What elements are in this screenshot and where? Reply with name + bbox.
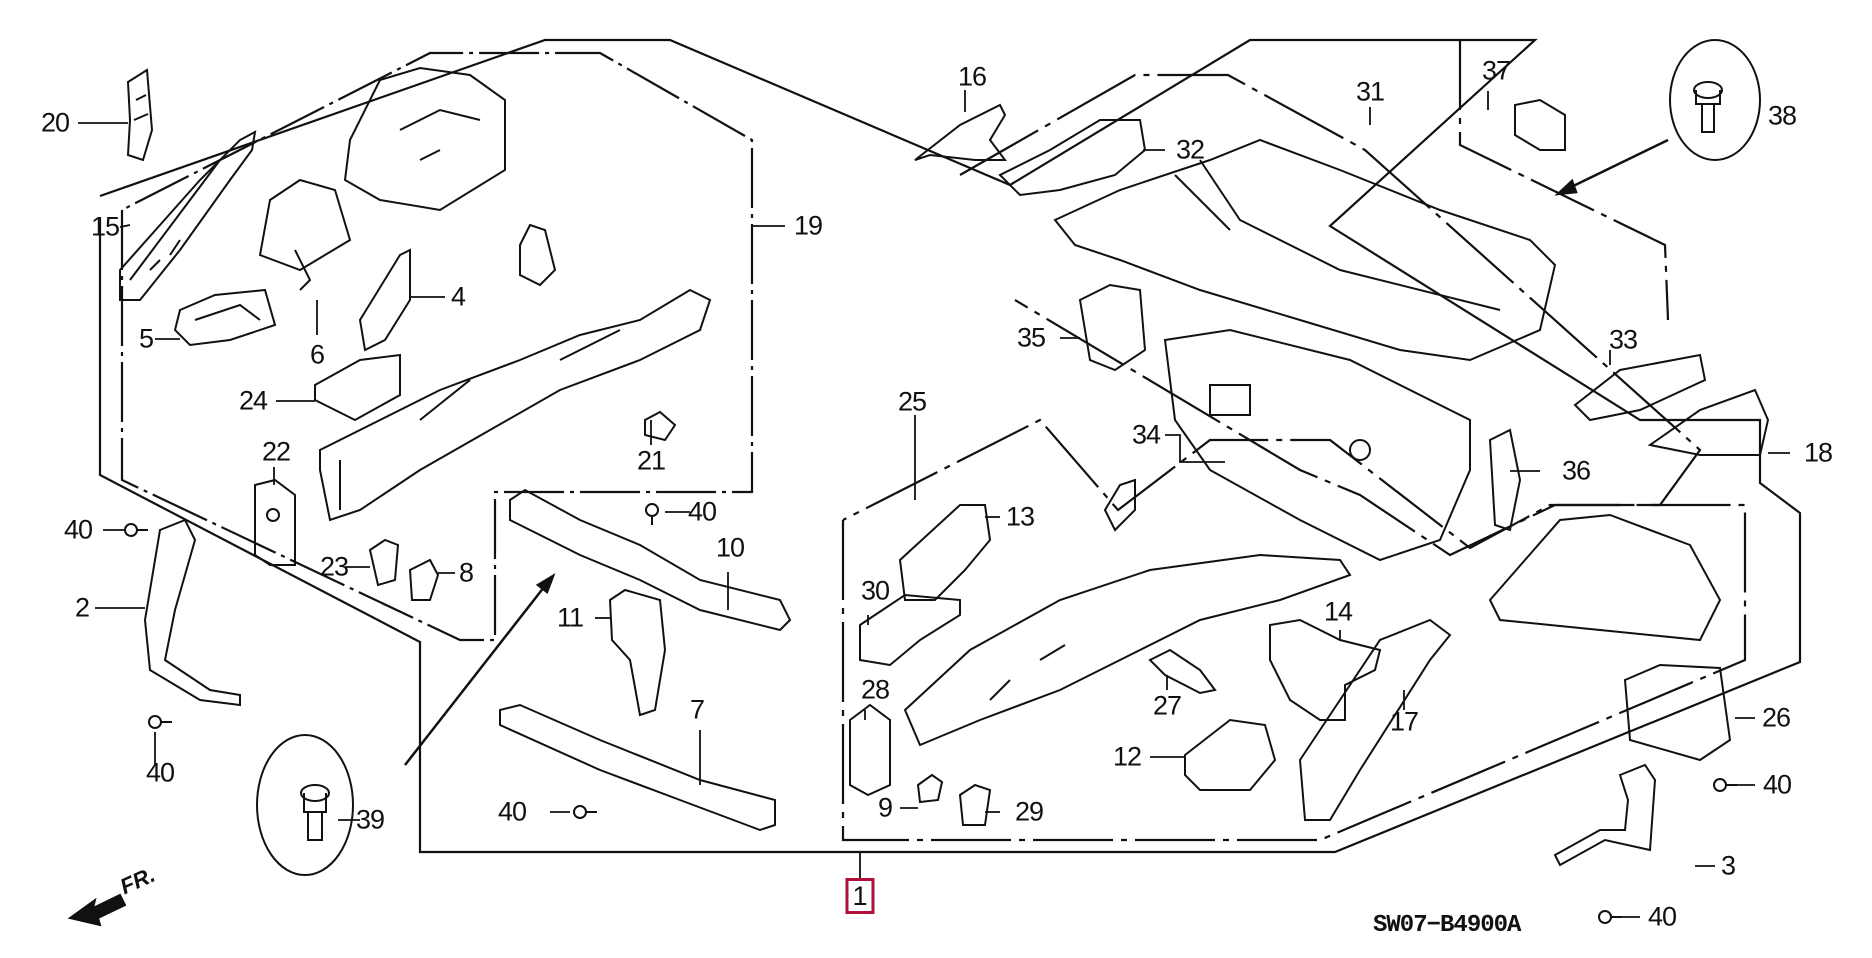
part-8-clip — [410, 560, 438, 600]
part-5-plate — [175, 290, 275, 345]
callout-31[interactable]: 31 — [1355, 76, 1385, 107]
callout-13[interactable]: 13 — [1005, 501, 1035, 532]
callout-40-right[interactable]: 40 — [1762, 769, 1792, 800]
callout-10[interactable]: 10 — [715, 532, 745, 563]
part-small-gusset — [1105, 480, 1135, 530]
callout-40-lower-left[interactable]: 40 — [145, 757, 175, 788]
part-2-bracket — [145, 520, 240, 705]
front-direction-arrow — [70, 895, 125, 925]
callout-6[interactable]: 6 — [309, 339, 325, 370]
callout-25[interactable]: 25 — [897, 386, 927, 417]
part-15-upper-member — [120, 132, 255, 300]
part-27-clip — [1150, 650, 1215, 693]
part-26-gusset — [1625, 665, 1730, 760]
callout-35[interactable]: 35 — [1016, 322, 1046, 353]
part-main-frame-front — [320, 290, 710, 520]
arrows — [405, 140, 1668, 765]
callout-37[interactable]: 37 — [1481, 55, 1511, 86]
callout-28[interactable]: 28 — [860, 674, 890, 705]
detail-circle-39 — [257, 735, 353, 875]
callout-14[interactable]: 14 — [1323, 596, 1353, 627]
leader-lines — [78, 90, 1790, 917]
callout-5[interactable]: 5 — [138, 323, 154, 354]
part-35-bracket — [1080, 285, 1145, 370]
part-10-crossmember — [510, 490, 790, 630]
callout-18[interactable]: 18 — [1803, 437, 1833, 468]
part-24-bracket — [315, 355, 400, 420]
callout-11[interactable]: 11 — [556, 602, 584, 633]
part-21-clip — [645, 412, 675, 440]
callout-15[interactable]: 15 — [90, 211, 120, 242]
callout-38[interactable]: 38 — [1767, 100, 1797, 131]
callout-3[interactable]: 3 — [1720, 850, 1736, 881]
part-12-plate — [1185, 720, 1275, 790]
callout-23[interactable]: 23 — [319, 551, 349, 582]
part-33-bracket — [1575, 355, 1705, 420]
callout-12[interactable]: 12 — [1112, 741, 1142, 772]
part-29-clip — [960, 785, 990, 825]
callout-24[interactable]: 24 — [238, 385, 268, 416]
callout-29[interactable]: 29 — [1014, 796, 1044, 827]
part-22-plate — [255, 480, 295, 565]
callout-40-center[interactable]: 40 — [687, 496, 717, 527]
part-3-bracket — [1555, 765, 1655, 865]
callout-8[interactable]: 8 — [458, 557, 474, 588]
part-rear-wheelhouse — [1490, 515, 1720, 640]
part-34-rear-floor-panel — [1165, 330, 1470, 560]
part-17-rail — [1300, 620, 1450, 820]
part-37-clip — [1515, 100, 1565, 150]
part-30-bracket — [860, 595, 960, 665]
part-16-gusset — [915, 105, 1005, 160]
callout-36[interactable]: 36 — [1561, 455, 1591, 486]
part-rear-frame — [905, 555, 1350, 745]
callout-39[interactable]: 39 — [355, 804, 385, 835]
callout-7[interactable]: 7 — [689, 694, 705, 725]
part-6-bracket — [260, 180, 350, 290]
part-4-gusset — [360, 250, 410, 350]
part-28-plate — [850, 705, 890, 795]
callout-40-bottom-right[interactable]: 40 — [1647, 901, 1677, 932]
part-18-gusset — [1650, 390, 1768, 455]
part-13-bracket — [900, 505, 990, 600]
part-wheelhouse-front — [345, 68, 505, 210]
callout-21[interactable]: 21 — [636, 445, 666, 476]
part-7-crossmember — [500, 705, 775, 830]
callout-27[interactable]: 27 — [1152, 690, 1182, 721]
callout-30[interactable]: 30 — [860, 575, 890, 606]
callout-4[interactable]: 4 — [450, 281, 466, 312]
callout-19[interactable]: 19 — [793, 210, 823, 241]
assembly-outline — [100, 40, 1800, 852]
callout-2[interactable]: 2 — [74, 592, 90, 623]
part-9-clip — [918, 775, 942, 802]
part-20-bracket — [128, 70, 152, 160]
part-11-bracket — [610, 590, 665, 715]
callout-40-bottom-center[interactable]: 40 — [497, 796, 527, 827]
callout-32[interactable]: 32 — [1175, 134, 1205, 165]
callout-34[interactable]: 34 — [1131, 419, 1161, 450]
callout-9[interactable]: 9 — [877, 792, 893, 823]
part-23-clip — [370, 540, 398, 585]
callout-22[interactable]: 22 — [261, 436, 291, 467]
assembly-key-label[interactable]: 1 — [845, 878, 875, 914]
callout-33[interactable]: 33 — [1608, 324, 1638, 355]
callout-20[interactable]: 20 — [40, 107, 70, 138]
part-14-bracket — [1270, 620, 1380, 720]
detail-circle-38 — [1670, 40, 1760, 160]
part-19-small — [520, 225, 555, 285]
callout-16[interactable]: 16 — [957, 61, 987, 92]
callout-17[interactable]: 17 — [1389, 706, 1419, 737]
part-36-bracket — [1490, 430, 1520, 530]
diagram-reference-code: SW07−B4900A — [1373, 912, 1521, 939]
part-32-bracket — [1000, 120, 1145, 195]
callout-40-upper-left[interactable]: 40 — [63, 514, 93, 545]
callout-26[interactable]: 26 — [1761, 702, 1791, 733]
part-31-rear-panel — [1055, 140, 1555, 360]
